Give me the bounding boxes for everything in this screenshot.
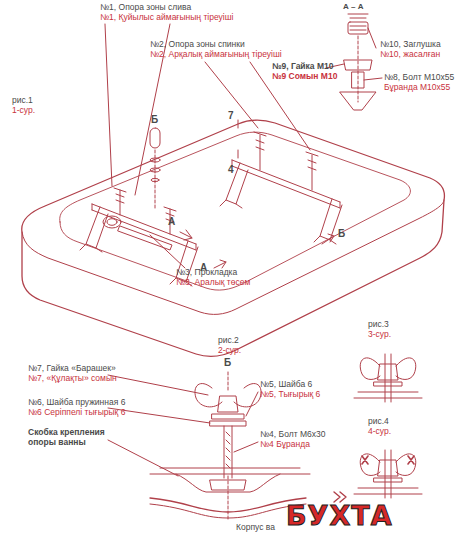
part-label: №4, Болт М6х30 bbox=[260, 430, 325, 440]
part-label: №7, «Құлақты» сомын bbox=[28, 374, 117, 384]
figure-label: 2-сур. bbox=[218, 346, 241, 356]
part-label: Корпус ва bbox=[236, 523, 275, 533]
watermark: БУХТА bbox=[286, 500, 393, 531]
part-label: №2, Опора зоны спинки bbox=[150, 40, 245, 50]
section-mark: А bbox=[168, 216, 175, 228]
part-label: №10, жасалған bbox=[380, 50, 440, 60]
part-label: №1, Опора зоны слива bbox=[100, 3, 191, 13]
section-mark: Б bbox=[151, 114, 158, 126]
part-label: №3, Прокладка bbox=[176, 268, 237, 278]
part-label: №8, Болт М10х55 bbox=[384, 73, 454, 83]
part-label: №4 Бұранда bbox=[260, 440, 310, 450]
part-label: №5, Тығырық 6 bbox=[260, 390, 320, 400]
figure-label: рис.4 bbox=[368, 417, 389, 427]
figure-label: рис.3 bbox=[368, 320, 389, 330]
part-label: №6 Серіппелі тығырық 6 bbox=[28, 408, 125, 418]
part-label: №6, Шайба пружинная 6 bbox=[28, 398, 125, 408]
callout-number: 4 bbox=[228, 164, 234, 176]
part-label: №2, Арқалық аймағының тіреуіші bbox=[150, 50, 282, 60]
part-label: №10, Заглушка bbox=[380, 40, 441, 50]
part-label: №9 Сомын М10 bbox=[272, 72, 337, 82]
part-label: Бұранда М10х55 bbox=[384, 83, 450, 93]
figure-label: рис.1 bbox=[12, 96, 33, 106]
section-label: А – А bbox=[343, 2, 363, 11]
part-label: №7, Гайка «Барашек» bbox=[28, 364, 116, 374]
section-mark: Б bbox=[338, 228, 345, 240]
part-label: №1, Қуйылыс аймағының тіреуіші bbox=[100, 13, 233, 23]
part-label: №5, Шайба 6 bbox=[260, 380, 312, 390]
figure-label: 4-сур. bbox=[368, 427, 391, 437]
part-label: №3, Аралық төсем bbox=[176, 278, 250, 288]
part-label: Скобка крепления опоры ванны bbox=[28, 428, 128, 448]
figure-label: 3-сур. bbox=[368, 330, 391, 340]
figure-label: рис.2 bbox=[218, 336, 239, 346]
callout-number: 7 bbox=[228, 110, 234, 122]
part-label: №9, Гайка М10 bbox=[272, 62, 333, 72]
figure-label: 1-сур. bbox=[12, 106, 35, 116]
section-mark: Б bbox=[224, 357, 231, 369]
